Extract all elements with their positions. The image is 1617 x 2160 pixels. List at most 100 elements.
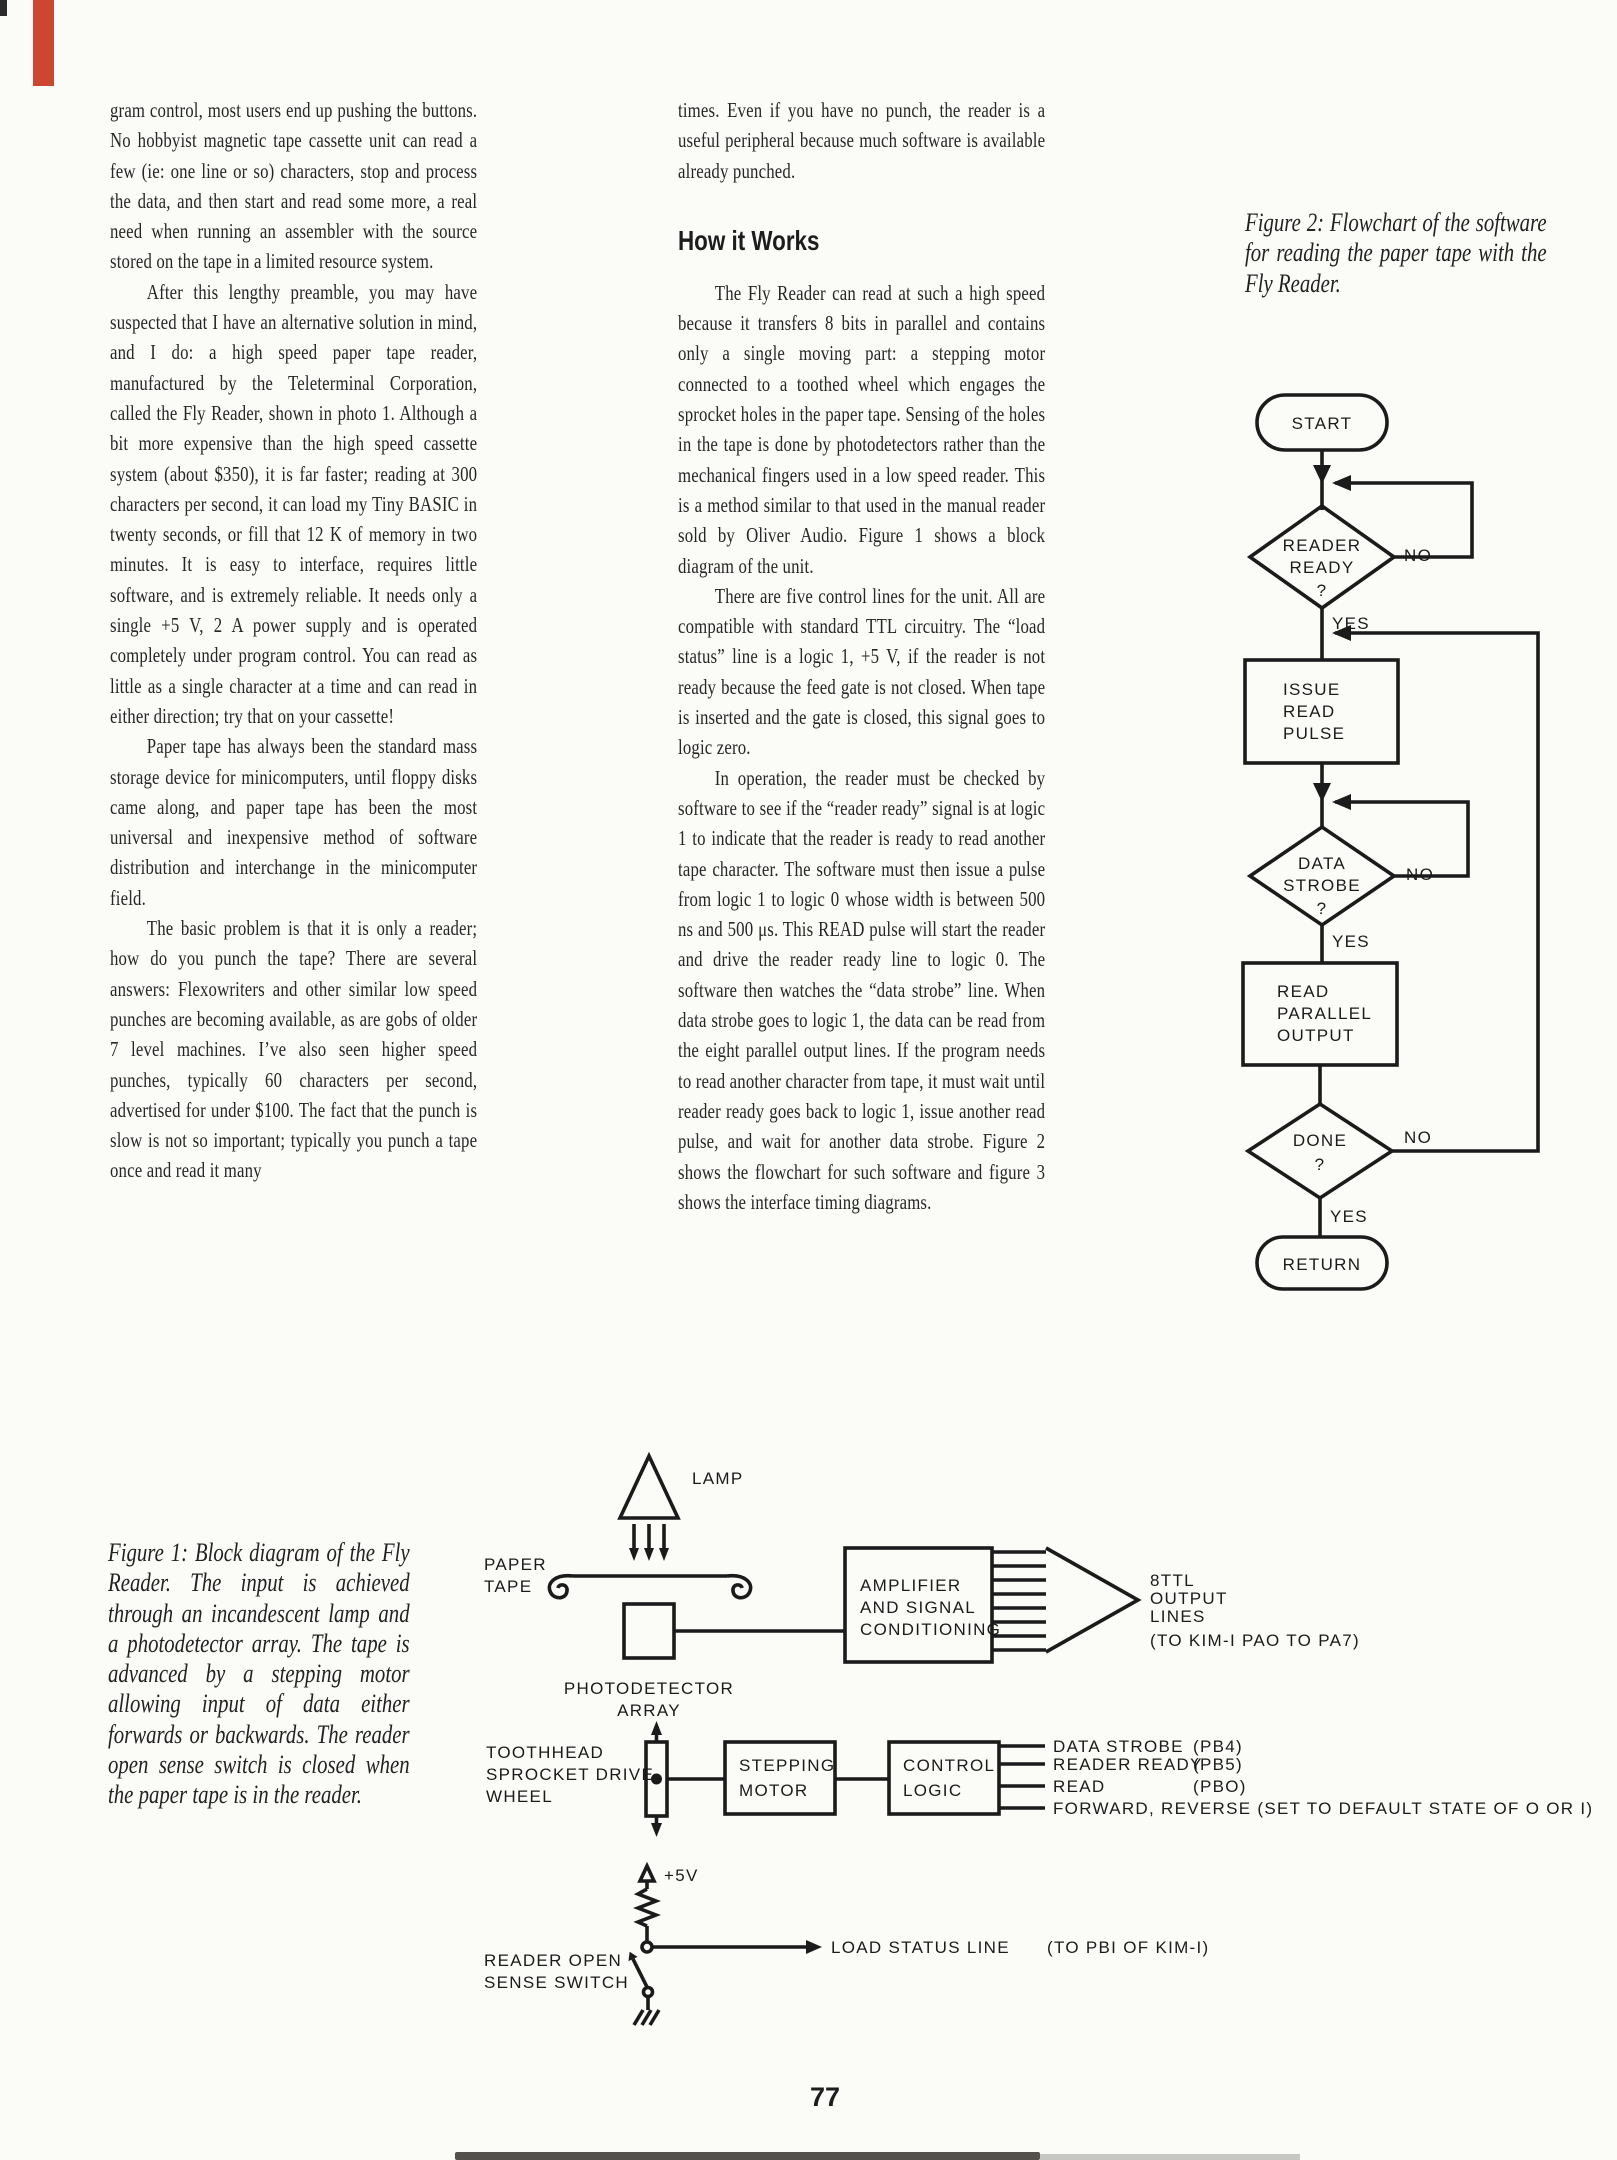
- arrow-left-icon: [1332, 794, 1351, 810]
- toothhead-label: TOOTHHEAD: [486, 1743, 604, 1762]
- arrow-down-icon: [1313, 465, 1331, 484]
- flow-start-label: START: [1292, 414, 1353, 433]
- ttl-label: LINES: [1150, 1607, 1206, 1626]
- arrow-down-icon: [629, 1548, 639, 1561]
- photodetector-label: PHOTODETECTOR: [564, 1679, 734, 1698]
- flow-no-label: NO: [1404, 546, 1432, 565]
- paragraph: There are five control lines for the uni…: [678, 583, 1046, 760]
- paper-tape-label: TAPE: [484, 1577, 532, 1596]
- control-output-pin: (PB4): [1193, 1737, 1243, 1756]
- flow-no-label: NO: [1406, 865, 1434, 884]
- figure2-caption: Figure 2: Flowchart of the software for …: [1245, 208, 1547, 298]
- ttl-output-lines: [992, 1550, 1046, 1652]
- flow-return-label: RETURN: [1283, 1255, 1362, 1274]
- flow-reader-ready-label: READER: [1283, 536, 1362, 555]
- flow-read-parallel-label: OUTPUT: [1277, 1026, 1355, 1045]
- amplifier-label: CONDITIONING: [860, 1620, 1001, 1639]
- switch-arrow-icon: [628, 1951, 638, 1962]
- photodetector-label: ARRAY: [617, 1701, 681, 1720]
- scan-corner-artifact: [0, 0, 7, 16]
- flow-yes-label: YES: [1330, 1207, 1368, 1226]
- toothhead-label: WHEEL: [486, 1787, 553, 1806]
- amplifier-label: AND SIGNAL: [860, 1598, 976, 1617]
- flow-done-node: [1244, 1101, 1396, 1201]
- scan-registration-mark: [33, 0, 54, 86]
- flow-data-strobe-node: [1246, 824, 1398, 928]
- ground-icon: [632, 2009, 661, 2026]
- control-output-label: DATA STROBE: [1053, 1737, 1184, 1756]
- flow-issue-label: PULSE: [1283, 724, 1345, 743]
- flow-no-loop-2: [1335, 800, 1470, 878]
- flow-no-loop-3: [1335, 631, 1540, 1153]
- left-text-column: gram control, most users end up pushing …: [110, 95, 477, 1186]
- control-output-lines: [999, 1744, 1045, 1810]
- switch-contact-icon: [641, 1985, 655, 1999]
- bus-chevron-icon: [1045, 1546, 1142, 1654]
- control-output-pin: (PB5): [1193, 1755, 1243, 1774]
- figure1-caption: Figure 1: Block diagram of the Fly Reade…: [108, 1538, 410, 1810]
- flow-data-strobe-label: DATA: [1298, 854, 1346, 873]
- arrow-down-icon: [644, 1548, 654, 1561]
- flow-done-label: ?: [1315, 1155, 1326, 1174]
- arrow-down-icon: [1313, 783, 1331, 802]
- toothhead-label: SPROCKET DRIVE: [486, 1765, 654, 1784]
- paragraph: gram control, most users end up pushing …: [110, 98, 478, 274]
- reader-open-switch-label: READER OPEN: [484, 1951, 622, 1970]
- amplifier-box: [843, 1546, 994, 1664]
- paragraph: The basic problem is that it is only a r…: [110, 916, 478, 1183]
- control-logic-label: CONTROL: [903, 1756, 995, 1775]
- stepping-motor-label: MOTOR: [739, 1781, 808, 1800]
- scan-bottom-artifact: [455, 2152, 1040, 2160]
- ttl-label: 8TTL: [1150, 1571, 1195, 1590]
- paragraph: Paper tape has always been the standard …: [110, 734, 478, 910]
- arrow-up-icon: [651, 1721, 662, 1735]
- switch-arm-icon: [631, 1958, 650, 1990]
- node-contact-icon: [640, 1940, 654, 1954]
- figure2-flowchart: START READER READY ? NO YES ISSUE READ P…: [1241, 393, 1540, 1291]
- arrow-down-icon: [659, 1548, 669, 1561]
- arrow-right-icon: [806, 1940, 822, 1954]
- flow-data-strobe-label: STROBE: [1283, 876, 1361, 895]
- flow-yes-label: YES: [1332, 932, 1370, 951]
- control-output-pin: (PBO): [1193, 1777, 1247, 1796]
- page-number: 77: [809, 2082, 841, 2112]
- lamp-label: LAMP: [692, 1469, 744, 1488]
- flow-reader-ready-node: [1246, 503, 1398, 611]
- section-heading: How it Works: [678, 224, 820, 256]
- lamp-icon: [617, 1451, 681, 1520]
- scan-bottom-artifact: [1040, 2154, 1300, 2160]
- resistor-icon: [633, 1887, 661, 1928]
- stepping-motor-box: [723, 1740, 837, 1816]
- flow-issue-label: READ: [1283, 702, 1335, 721]
- control-logic-box: [887, 1740, 1001, 1816]
- flow-reader-ready-label: READY: [1289, 558, 1354, 577]
- tape-curl-icon: [547, 1573, 574, 1600]
- flow-read-parallel-label: PARALLEL: [1277, 1004, 1372, 1023]
- paper-tape-label: PAPER: [484, 1555, 547, 1574]
- paragraph: times. Even if you have no punch, the re…: [678, 98, 1046, 183]
- sprocket-hub-icon: [651, 1773, 662, 1785]
- arrow-left-icon: [1332, 475, 1351, 491]
- plus5v-arrow-icon: [637, 1861, 657, 1883]
- load-status-label: LOAD STATUS LINE: [831, 1938, 1010, 1957]
- flow-no-label: NO: [1404, 1128, 1432, 1147]
- flow-no-loop-1: [1335, 481, 1474, 559]
- flow-yes-label: YES: [1332, 614, 1370, 633]
- flow-return-node: [1255, 1235, 1389, 1291]
- figure1-block-diagram: LAMP PAPER TAPE PHOTODETECTOR ARRAY AMPL…: [484, 1451, 1592, 2026]
- paragraph: After this lengthy preamble, you may hav…: [110, 279, 478, 728]
- amplifier-label: AMPLIFIER: [860, 1576, 961, 1595]
- arrow-down-icon: [651, 1823, 662, 1837]
- plus5v-label: +5V: [664, 1866, 699, 1885]
- flow-data-strobe-label: ?: [1317, 899, 1328, 918]
- paragraph: The Fly Reader can read at such a high s…: [678, 280, 1046, 578]
- arrow-left-icon: [1332, 625, 1351, 641]
- right-text-column: times. Even if you have no punch, the re…: [678, 95, 1045, 1217]
- control-output-label: READ: [1053, 1777, 1105, 1796]
- paragraph: In operation, the reader must be checked…: [678, 765, 1046, 1214]
- control-logic-label: LOGIC: [903, 1781, 962, 1800]
- load-status-destination: (TO PBI OF KIM-I): [1047, 1938, 1210, 1957]
- tape-curl-icon: [726, 1573, 753, 1600]
- reader-open-switch-label: SENSE SWITCH: [484, 1973, 629, 1992]
